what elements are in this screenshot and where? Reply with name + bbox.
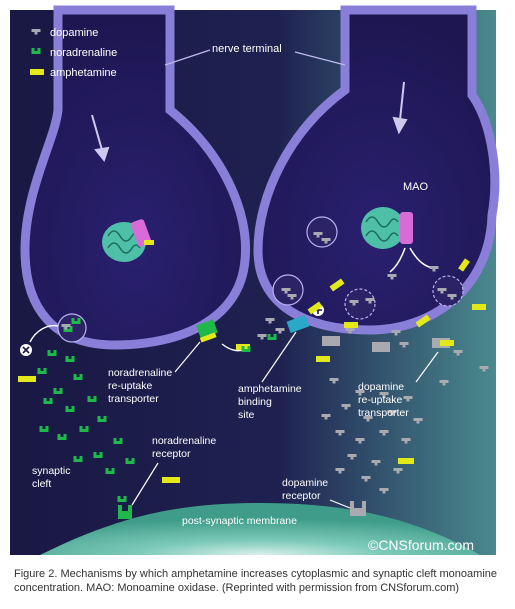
noradrenaline-transporter (196, 319, 218, 343)
amphetamine-binding-site-transporter (286, 314, 310, 334)
svg-text:synaptic: synaptic (32, 465, 71, 477)
svg-text:binding: binding (238, 396, 272, 408)
left-nerve-terminal (20, 5, 251, 350)
svg-text:re-uptake: re-uptake (358, 394, 403, 406)
noradrenaline-transporter-label: noradrenaline re-uptake transporter (108, 367, 172, 405)
transport-arrows (91, 81, 408, 163)
dopamine-receptor (350, 501, 366, 516)
amphetamine-on-mao (144, 240, 154, 245)
noradrenaline-receptor-label: noradrenaline receptor (152, 435, 216, 460)
synaptic-cleft-label: synaptic cleft (32, 465, 71, 490)
mao-label: MAO (403, 181, 429, 193)
amph-site-pointer (261, 331, 297, 383)
mao-right (400, 212, 413, 244)
svg-text:noradrenaline: noradrenaline (152, 435, 216, 447)
mechanism-diagram: dopamine noradrenaline amphetamine nerve… (10, 5, 500, 555)
dopamine-receptor-label: dopamine receptor (282, 477, 328, 502)
legend: dopamine noradrenaline amphetamine (30, 27, 117, 79)
da-transporter-pointer (415, 351, 439, 383)
svg-text:noradrenaline: noradrenaline (108, 367, 172, 379)
svg-text:receptor: receptor (282, 490, 321, 502)
amphetamine-molecules (18, 258, 486, 483)
svg-text:receptor: receptor (152, 448, 191, 460)
svg-text:re-uptake: re-uptake (108, 380, 153, 392)
da-transporter-2 (372, 342, 390, 352)
figure-caption: Figure 2. Mechanisms by which amphetamin… (14, 568, 497, 594)
na-transporter-pointer (174, 341, 201, 373)
mitochondrion-right (361, 207, 405, 249)
svg-text:dopamine: dopamine (282, 477, 328, 489)
svg-text:amphetamine: amphetamine (238, 383, 302, 395)
svg-text:cleft: cleft (32, 478, 51, 490)
svg-text:transporter: transporter (108, 393, 159, 405)
post-synaptic-membrane-label: post-synaptic membrane (182, 515, 297, 527)
legend-noradrenaline-label: noradrenaline (50, 47, 117, 59)
da-transporter-1 (322, 336, 340, 346)
legend-dopamine-label: dopamine (50, 27, 98, 39)
svg-text:transporter: transporter (358, 407, 409, 419)
amphetamine-binding-site-label: amphetamine binding site (238, 383, 302, 421)
svg-text:site: site (238, 409, 255, 421)
right-nerve-terminal (253, 5, 500, 335)
dopamine-transporter-label: dopamine re-uptake transporter (358, 381, 409, 419)
da-receptor-pointer (329, 499, 351, 509)
legend-amphetamine-label: amphetamine (50, 67, 117, 79)
legend-amphetamine-swatch (30, 69, 44, 75)
watermark: ©CNSforum.com (368, 537, 474, 553)
post-synaptic-membrane (40, 503, 480, 555)
svg-text:dopamine: dopamine (358, 381, 404, 393)
mao-left (130, 219, 152, 247)
nerve-terminal-pointers (164, 49, 346, 66)
na-receptor-pointer (131, 462, 159, 506)
nerve-terminal-label: nerve terminal (212, 43, 282, 55)
noradrenaline-receptor (118, 505, 132, 519)
